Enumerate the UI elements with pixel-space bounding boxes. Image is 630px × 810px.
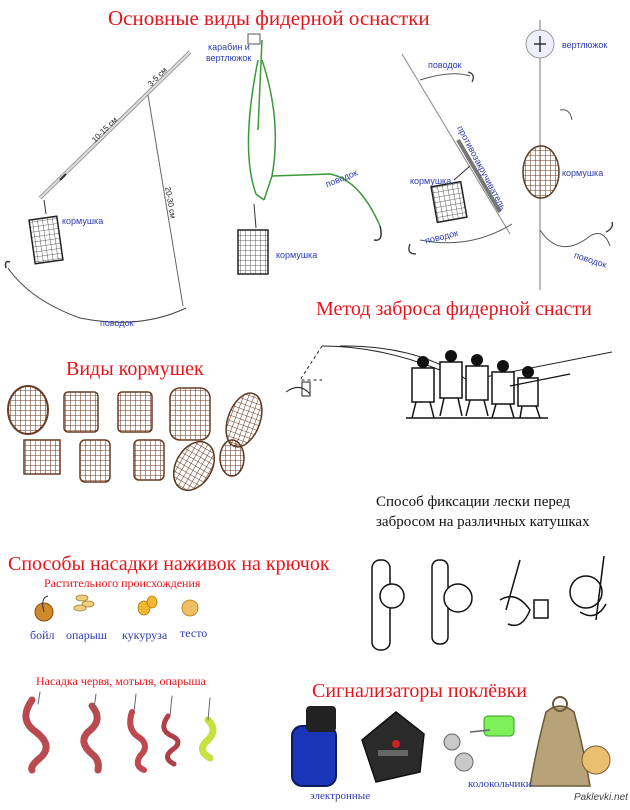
watermark: Paklevki.net [574,792,628,803]
feeder-oval [7,385,49,435]
feeder-spring-3 [219,439,245,477]
bait-label-maggot: опарыш [66,628,108,642]
alarm-bells [443,715,515,772]
bait-corn [137,595,158,616]
rig-paternoster [4,50,192,323]
casting-scene [285,345,613,419]
feeder-spring-2 [172,441,216,491]
rig2-label-swivel: вертлюжок [206,53,252,63]
rig1-feeder [28,215,64,265]
alarm-electronic-2 [361,711,425,783]
bait-dough [181,599,199,617]
bait-label-boilie: бойл [30,628,55,642]
alarm-label-electronic: электронные [310,790,371,802]
rig4-label-swivel: вертлюжок [562,40,608,50]
bait-label-dough: тесто [180,626,208,640]
title-line-fixing: Способ фиксации лески перед забросом на … [376,494,590,530]
feeder-cage-6 [133,439,165,481]
rig-loop [237,33,382,275]
feeder-cage-4 [23,439,61,475]
rig1-label-leader: поводок [100,318,134,328]
feeder-cage-1 [63,391,99,433]
feeder-cage-5 [79,439,111,483]
feeder-cage-2 [117,391,153,433]
feeder-types [7,385,263,491]
bait-items [34,594,199,622]
title-bite-alarms: Сигнализаторы поклёвки [312,680,527,702]
rig1-label-feeder: кормушка [62,216,104,226]
feeder-cage-3 [169,387,211,441]
rig-method [522,20,614,290]
rig1-hook [4,260,11,269]
rig3-feeder [430,180,468,224]
rig2-feeder [237,229,269,275]
bait-subtitle-plant: Растительного происхождения [44,576,201,590]
rig4-spiral-feeder [522,145,560,199]
title-main-rigs: Основные виды фидерной оснастки [108,6,430,30]
rig3-label-leader-top: поводок [428,60,462,70]
bait-maggot [73,594,95,612]
rig3-label-feeder: кормушка [410,176,452,186]
rig2-label-feeder: кормушка [276,250,318,260]
alarm-electronic-1 [291,706,337,787]
rig2-label-carabiner: карабин и [208,42,250,52]
alarm-label-bells: колокольчики [468,778,532,790]
rig2-swivel [247,33,261,45]
title-feeder-types: Виды кормушек [66,358,204,380]
title-bait-methods: Способы насадки наживок на крючок [8,553,330,575]
bait-subtitle-worms: Насадка червя, мотыля, опарыша [36,674,206,688]
bait-label-corn: кукуруза [122,628,168,642]
rig-anti-twist [401,53,513,255]
worm-baits [22,691,217,774]
alarm-large-bell [529,696,611,787]
title-casting-method: Метод заброса фидерной снасти [316,298,592,320]
rig2-hook [373,225,382,241]
rig4-label-feeder: кормушка [562,168,604,178]
reel-drawings [371,555,607,651]
